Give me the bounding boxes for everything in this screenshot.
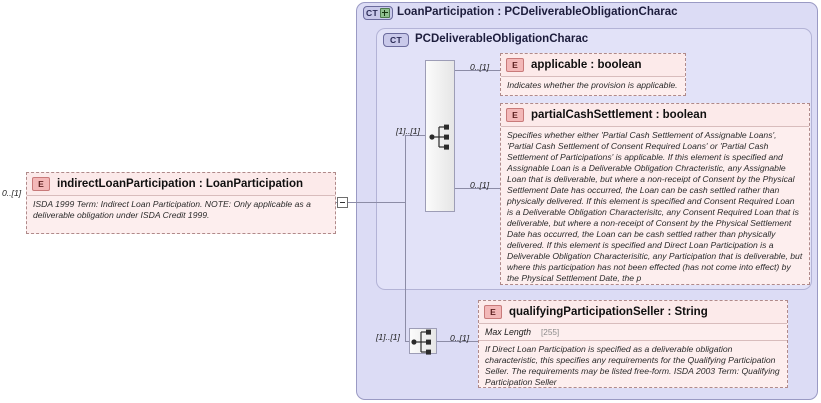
complex-type-expand-plus-icon[interactable]: CT bbox=[363, 6, 393, 20]
element-header: E qualifyingParticipationSeller : String bbox=[479, 301, 787, 324]
connector-seq-to-qualifying bbox=[437, 341, 500, 342]
connector-trunk-vertical bbox=[405, 135, 406, 341]
connector-left-stub bbox=[336, 202, 337, 203]
element-partialcashsettlement[interactable]: E partialCashSettlement : boolean Specif… bbox=[500, 103, 810, 285]
element-icon: E bbox=[506, 58, 524, 72]
element-name: partialCashSettlement : boolean bbox=[531, 109, 707, 121]
qualifyingparticipationseller-cardinality: 0..[1] bbox=[450, 333, 470, 343]
element-name: qualifyingParticipationSeller : String bbox=[509, 306, 708, 318]
plus-icon bbox=[379, 8, 390, 18]
element-header: E indirectLoanParticipation : LoanPartic… bbox=[27, 173, 335, 196]
element-icon: E bbox=[32, 177, 50, 191]
element-icon: E bbox=[484, 305, 502, 319]
sequence-glyph bbox=[429, 124, 449, 150]
element-documentation: Specifies whether either 'Partial Cash S… bbox=[507, 130, 803, 283]
facet-label: Max Length bbox=[485, 327, 531, 337]
connector-seq-to-applicable bbox=[455, 70, 500, 71]
element-documentation: Indicates whether the provision is appli… bbox=[507, 80, 678, 90]
connector-trunk-to-outer-seq bbox=[405, 341, 409, 342]
collapse-minus-icon[interactable] bbox=[337, 197, 348, 208]
sequence-icon-outer[interactable] bbox=[409, 328, 437, 355]
sequence-icon-inner[interactable] bbox=[425, 60, 455, 212]
ct-badge-label: CT bbox=[366, 8, 378, 18]
element-name: indirectLoanParticipation : LoanParticip… bbox=[57, 178, 303, 190]
left-element-cardinality: 0..[1] bbox=[2, 188, 22, 198]
element-qualifyingparticipationseller[interactable]: E qualifyingParticipationSeller : String… bbox=[478, 300, 788, 388]
element-indirectloanparticipation[interactable]: E indirectLoanParticipation : LoanPartic… bbox=[26, 172, 336, 234]
outer-sequence-cardinality: [1]..[1] bbox=[376, 332, 400, 342]
element-facet: Max Length [255] bbox=[479, 324, 787, 341]
inner-sequence-cardinality: [1]..[1] bbox=[396, 126, 420, 136]
sequence-glyph bbox=[411, 329, 431, 355]
inner-panel-title: PCDeliverableObligationCharac bbox=[415, 33, 589, 45]
outer-panel-title: LoanParticipation : PCDeliverableObligat… bbox=[397, 6, 678, 18]
connector-left-to-trunk bbox=[348, 202, 405, 203]
applicable-cardinality: 0..[1] bbox=[470, 62, 490, 72]
element-documentation: If Direct Loan Participation is specifie… bbox=[485, 344, 780, 387]
element-icon: E bbox=[506, 108, 524, 122]
inner-ct-badge[interactable]: CT bbox=[383, 33, 409, 47]
facet-value: [255] bbox=[540, 328, 560, 337]
element-header: E applicable : boolean bbox=[501, 54, 685, 77]
element-name: applicable : boolean bbox=[531, 59, 642, 71]
connector-trunk-to-inner-seq bbox=[405, 135, 425, 136]
partialcashsettlement-cardinality: 0..[1] bbox=[470, 180, 490, 190]
connector-seq-to-partialcash bbox=[455, 188, 500, 189]
inner-ct-badge-label: CT bbox=[390, 35, 402, 45]
element-applicable[interactable]: E applicable : boolean Indicates whether… bbox=[500, 53, 686, 96]
element-documentation: ISDA 1999 Term: Indirect Loan Participat… bbox=[33, 199, 311, 220]
element-header: E partialCashSettlement : boolean bbox=[501, 104, 809, 127]
